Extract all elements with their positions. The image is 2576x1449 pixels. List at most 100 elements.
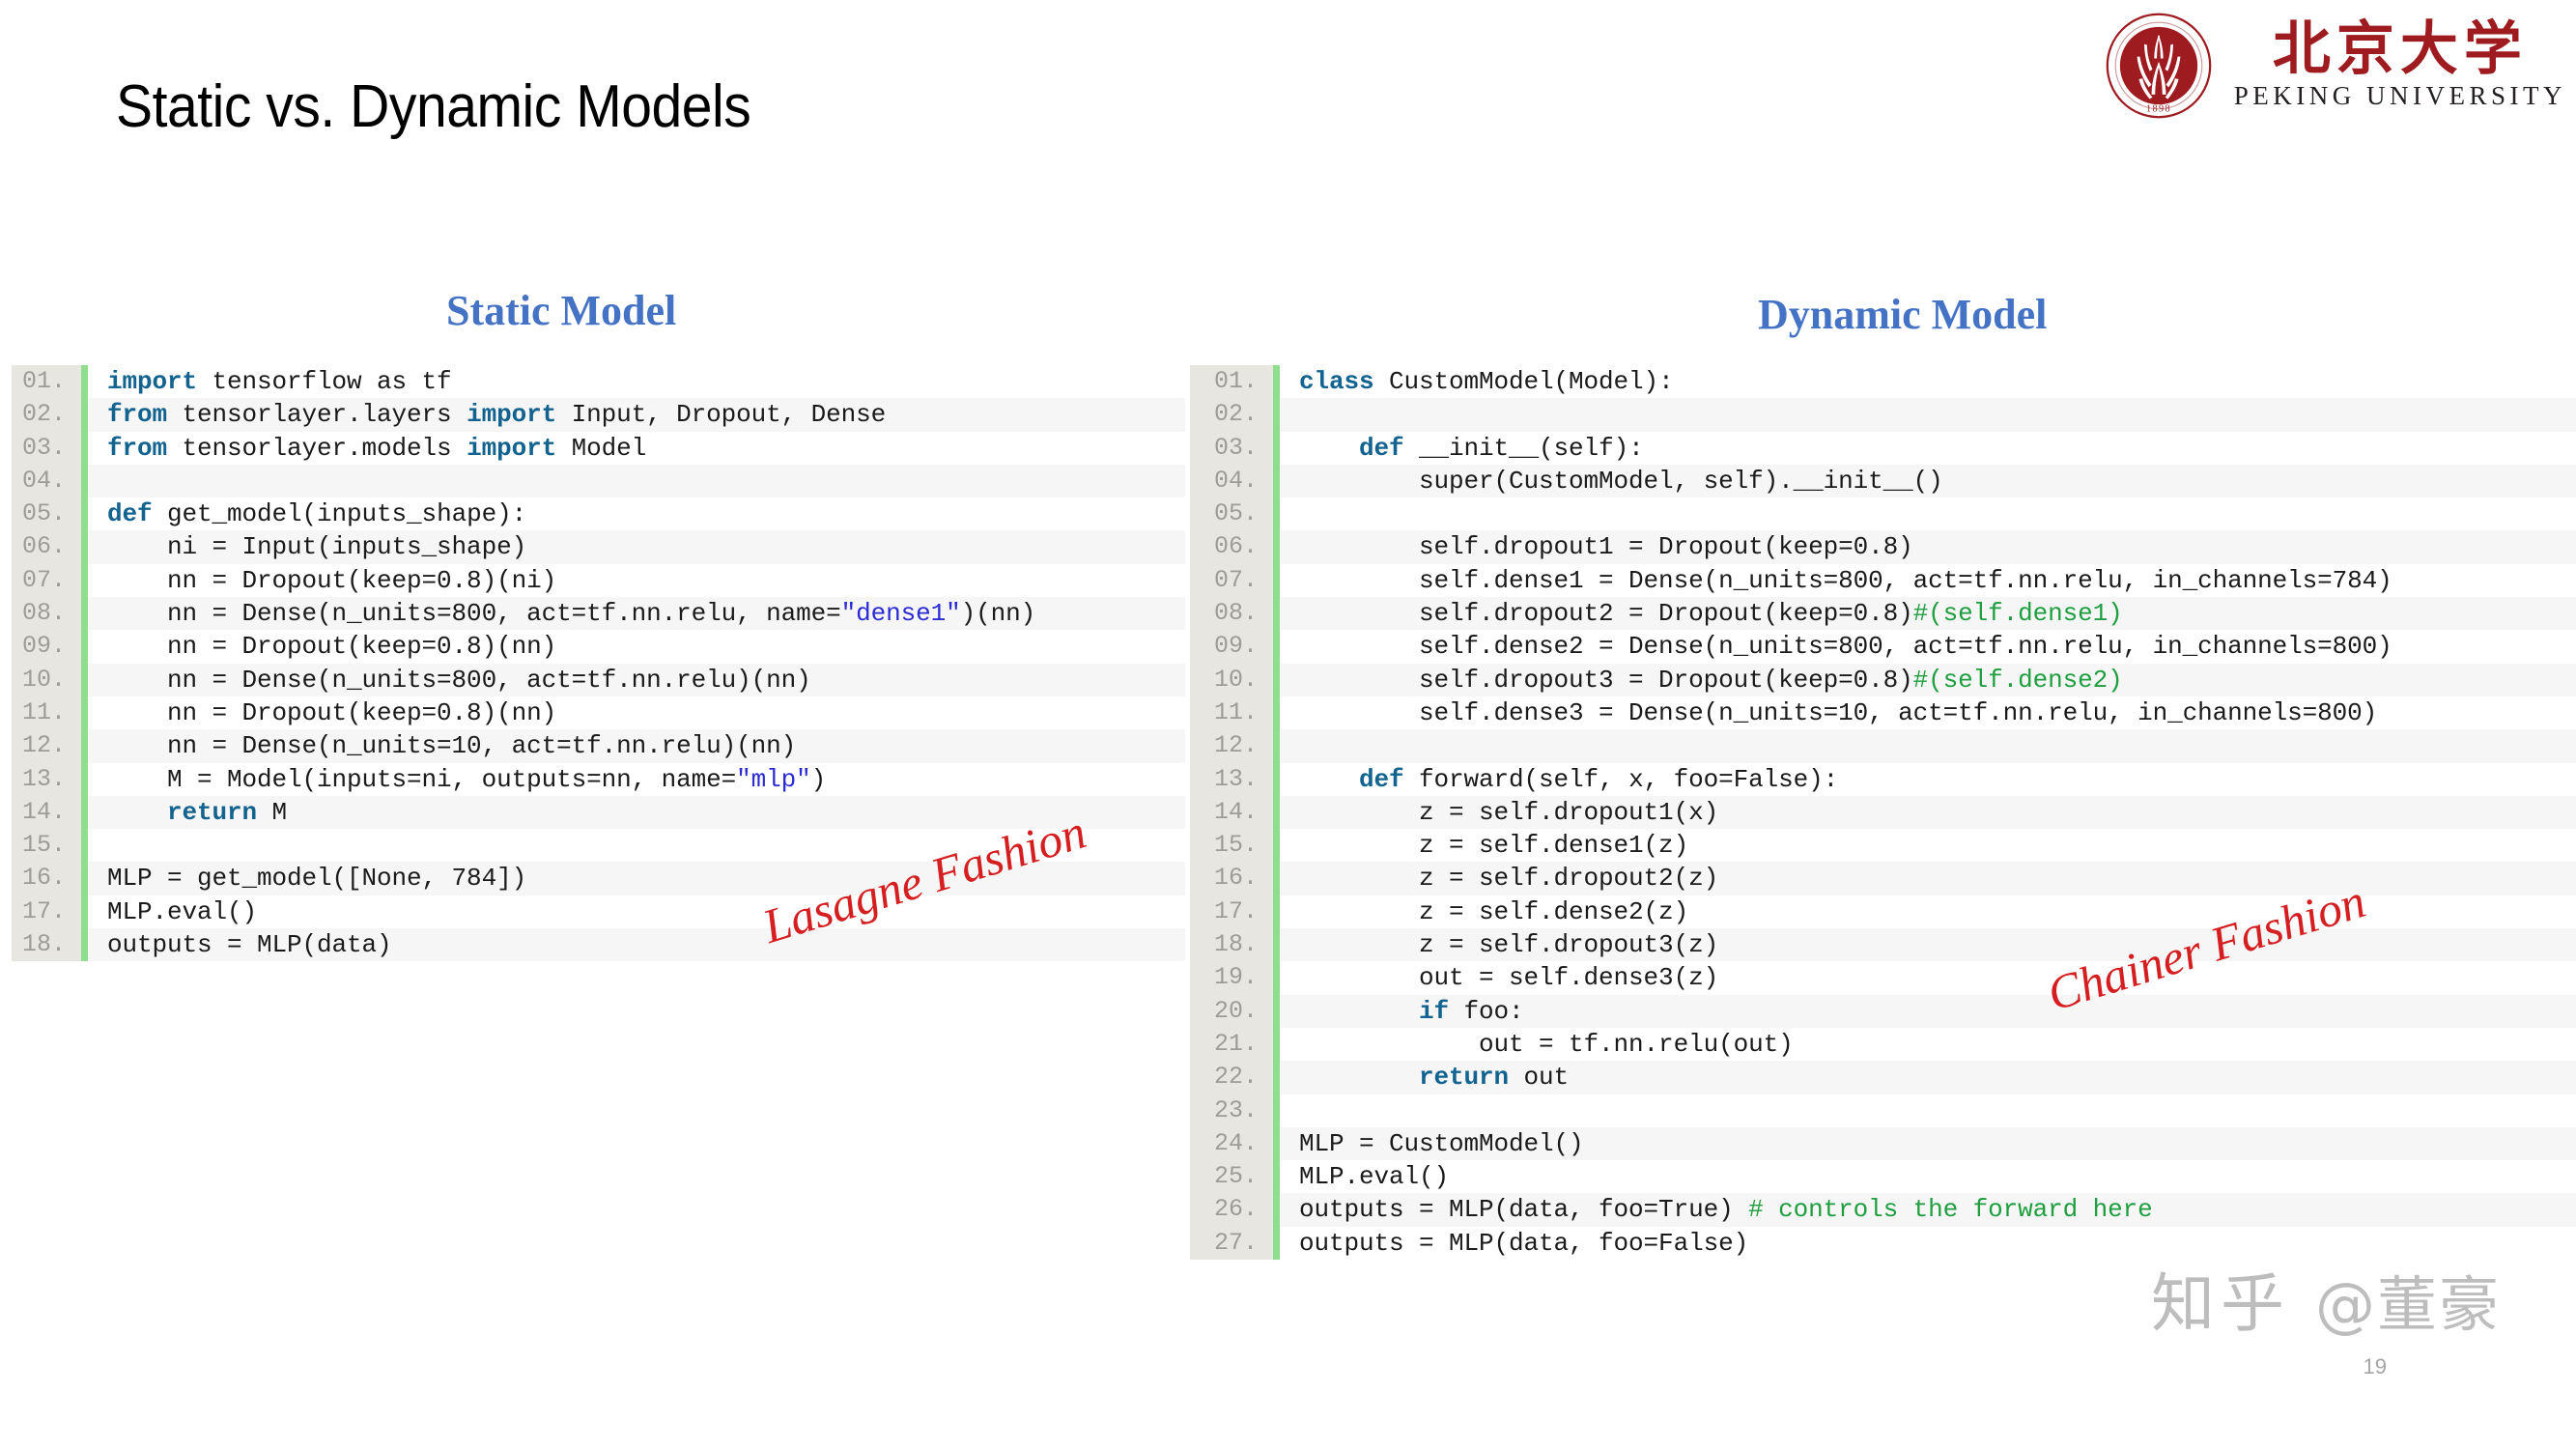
code-text: self.dropout2 = Dropout(keep=0.8)#(self.… xyxy=(1280,597,2576,630)
code-block-dynamic-model[interactable]: 01.class CustomModel(Model):02.03. def _… xyxy=(1190,365,2576,1261)
code-token-p: self.dropout3 = Dropout(keep=0.8) xyxy=(1299,665,1913,695)
code-accent-bar xyxy=(1273,762,1280,796)
line-number: 08. xyxy=(1190,597,1273,631)
section-heading-dynamic-model: Dynamic Model xyxy=(1758,291,2048,338)
code-token-p: MLP = CustomModel() xyxy=(1299,1128,1584,1158)
code-token-str: "mlp" xyxy=(736,764,811,794)
code-token-p: self.dense3 = Dense(n_units=10, act=tf.n… xyxy=(1299,697,2378,727)
code-line: 13. M = Model(inputs=ni, outputs=nn, nam… xyxy=(12,762,1185,796)
line-number: 16. xyxy=(12,862,81,895)
line-number: 17. xyxy=(1190,895,1273,929)
code-accent-bar xyxy=(1273,663,1280,696)
code-line: 22. return out xyxy=(1190,1061,2576,1094)
code-text: def __init__(self): xyxy=(1280,432,2576,465)
code-text: self.dropout1 = Dropout(keep=0.8) xyxy=(1280,530,2576,563)
code-line: 17. z = self.dense2(z) xyxy=(1190,895,2576,929)
code-accent-bar xyxy=(81,795,88,830)
code-line: 11. self.dense3 = Dense(n_units=10, act=… xyxy=(1190,696,2576,730)
code-accent-bar xyxy=(81,365,88,399)
code-line: 17. MLP.eval() xyxy=(12,895,1185,929)
line-number: 07. xyxy=(12,563,81,598)
code-accent-bar xyxy=(1273,530,1280,564)
code-token-p: z = self.dense2(z) xyxy=(1299,896,1689,926)
code-token-p xyxy=(107,798,167,827)
code-line: 09. nn = Dropout(keep=0.8)(nn) xyxy=(12,630,1185,664)
code-text: self.dense2 = Dense(n_units=800, act=tf.… xyxy=(1280,630,2576,663)
code-token-p: z = self.dropout1(x) xyxy=(1299,797,1719,827)
line-number: 17. xyxy=(12,895,81,929)
code-token-p: self.dropout1 = Dropout(keep=0.8) xyxy=(1299,532,1913,562)
code-accent-bar xyxy=(1273,464,1280,498)
code-accent-bar xyxy=(1273,961,1280,995)
code-token-p: get_model(inputs_shape): xyxy=(152,499,527,529)
code-token-p: M = Model(inputs=ni, outputs=nn, name= xyxy=(107,764,737,794)
line-number: 23. xyxy=(1190,1094,1273,1127)
line-number: 25. xyxy=(1190,1160,1273,1194)
watermark-handle: @董豪 xyxy=(2314,1269,2501,1340)
code-token-cmt: #(self.dense2) xyxy=(1912,665,2123,695)
code-accent-bar xyxy=(1273,1160,1280,1194)
code-token-p: CustomModel(Model): xyxy=(1373,367,1674,396)
line-number: 15. xyxy=(12,829,81,863)
code-token-p: out = tf.nn.relu(out) xyxy=(1299,1029,1794,1059)
line-number: 06. xyxy=(12,530,81,564)
code-line: 08. self.dropout2 = Dropout(keep=0.8)#(s… xyxy=(1190,597,2576,631)
code-accent-bar xyxy=(1273,431,1280,465)
code-line: 06. ni = Input(inputs_shape) xyxy=(12,530,1185,564)
line-number: 01. xyxy=(12,365,81,399)
pku-wordmark: 北京大学 PEKING UNIVERSITY xyxy=(2234,19,2566,111)
code-token-cmt: # controls the forward here xyxy=(1748,1195,2153,1225)
code-text xyxy=(1280,398,2576,431)
code-line: 02.from tensorlayer.layers import Input,… xyxy=(12,398,1185,432)
code-token-p xyxy=(1299,1063,1419,1092)
code-accent-bar xyxy=(1273,1094,1280,1127)
code-accent-bar xyxy=(1273,696,1280,730)
code-line: 05.def get_model(inputs_shape): xyxy=(12,497,1185,531)
seal-year: 1898 xyxy=(2146,104,2171,115)
line-number: 02. xyxy=(12,398,81,432)
code-token-p: nn = Dense(n_units=800, act=tf.nn.relu, … xyxy=(107,599,841,629)
code-token-p: MLP = get_model([None, 784]) xyxy=(107,864,527,894)
code-text: self.dense1 = Dense(n_units=800, act=tf.… xyxy=(1280,564,2576,597)
code-text xyxy=(1280,729,2576,762)
code-token-str: "dense1" xyxy=(840,599,961,629)
code-token-p: forward(self, x, foo=False): xyxy=(1403,764,1839,794)
code-accent-bar xyxy=(1273,895,1280,929)
code-token-p: self.dense2 = Dense(n_units=800, act=tf.… xyxy=(1299,632,2392,662)
code-token-p: z = self.dropout2(z) xyxy=(1299,864,1719,894)
code-token-p: MLP.eval() xyxy=(107,896,258,926)
code-text: from tensorlayer.models import Model xyxy=(88,432,1185,465)
code-line: 03. def __init__(self): xyxy=(1190,431,2576,465)
line-number: 20. xyxy=(1190,994,1273,1028)
code-text: def forward(self, x, foo=False): xyxy=(1280,763,2576,796)
code-token-p: nn = Dropout(keep=0.8)(ni) xyxy=(107,565,557,595)
code-text: super(CustomModel, self).__init__() xyxy=(1280,465,2576,497)
line-number: 09. xyxy=(1190,630,1273,664)
line-number: 10. xyxy=(12,663,81,696)
code-accent-bar xyxy=(81,895,88,929)
code-token-kw: def xyxy=(107,499,153,529)
line-number: 18. xyxy=(12,928,81,962)
page-number: 19 xyxy=(2363,1354,2387,1378)
line-number: 12. xyxy=(1190,729,1273,763)
code-accent-bar xyxy=(81,497,88,531)
code-accent-bar xyxy=(1273,829,1280,863)
code-accent-bar xyxy=(81,630,88,664)
code-token-p: Input, Dropout, Dense xyxy=(556,400,887,430)
code-token-p xyxy=(1299,765,1359,794)
code-text: return M xyxy=(88,796,1185,829)
code-token-p: nn = Dense(n_units=10, act=tf.nn.relu)(n… xyxy=(107,731,797,761)
code-accent-bar xyxy=(1273,497,1280,531)
code-line: 24.MLP = CustomModel() xyxy=(1190,1126,2576,1161)
code-text: out = tf.nn.relu(out) xyxy=(1280,1028,2576,1061)
code-line: 09. self.dense2 = Dense(n_units=800, act… xyxy=(1190,630,2576,664)
line-number: 03. xyxy=(12,431,81,465)
code-accent-bar xyxy=(81,729,88,763)
code-line: 01.class CustomModel(Model): xyxy=(1190,365,2576,399)
code-token-p: nn = Dropout(keep=0.8)(nn) xyxy=(107,697,557,727)
code-accent-bar xyxy=(1273,563,1280,598)
code-text xyxy=(88,465,1185,497)
code-token-p: outputs = MLP(data, foo=True) xyxy=(1299,1195,1749,1225)
code-text: MLP = get_model([None, 784]) xyxy=(88,862,1185,895)
